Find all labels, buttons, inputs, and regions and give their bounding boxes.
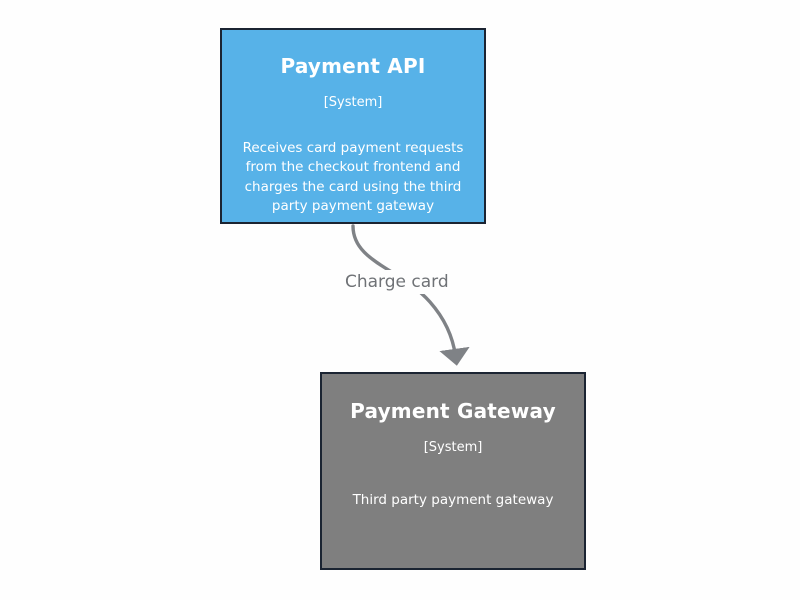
node-payment-gateway-description: Third party payment gateway	[352, 491, 554, 508]
edge-label-charge-card: Charge card	[341, 270, 453, 295]
node-payment-api-subtitle: [System]	[323, 95, 383, 110]
node-payment-api[interactable]: Payment API [System] Receives card payme…	[220, 28, 486, 224]
node-payment-api-title: Payment API	[280, 54, 426, 78]
node-payment-api-description: Receives card payment requests from the …	[242, 139, 464, 215]
node-payment-gateway[interactable]: Payment Gateway [System] Third party pay…	[320, 372, 586, 570]
node-payment-gateway-title: Payment Gateway	[350, 399, 556, 423]
node-payment-gateway-subtitle: [System]	[423, 440, 483, 455]
